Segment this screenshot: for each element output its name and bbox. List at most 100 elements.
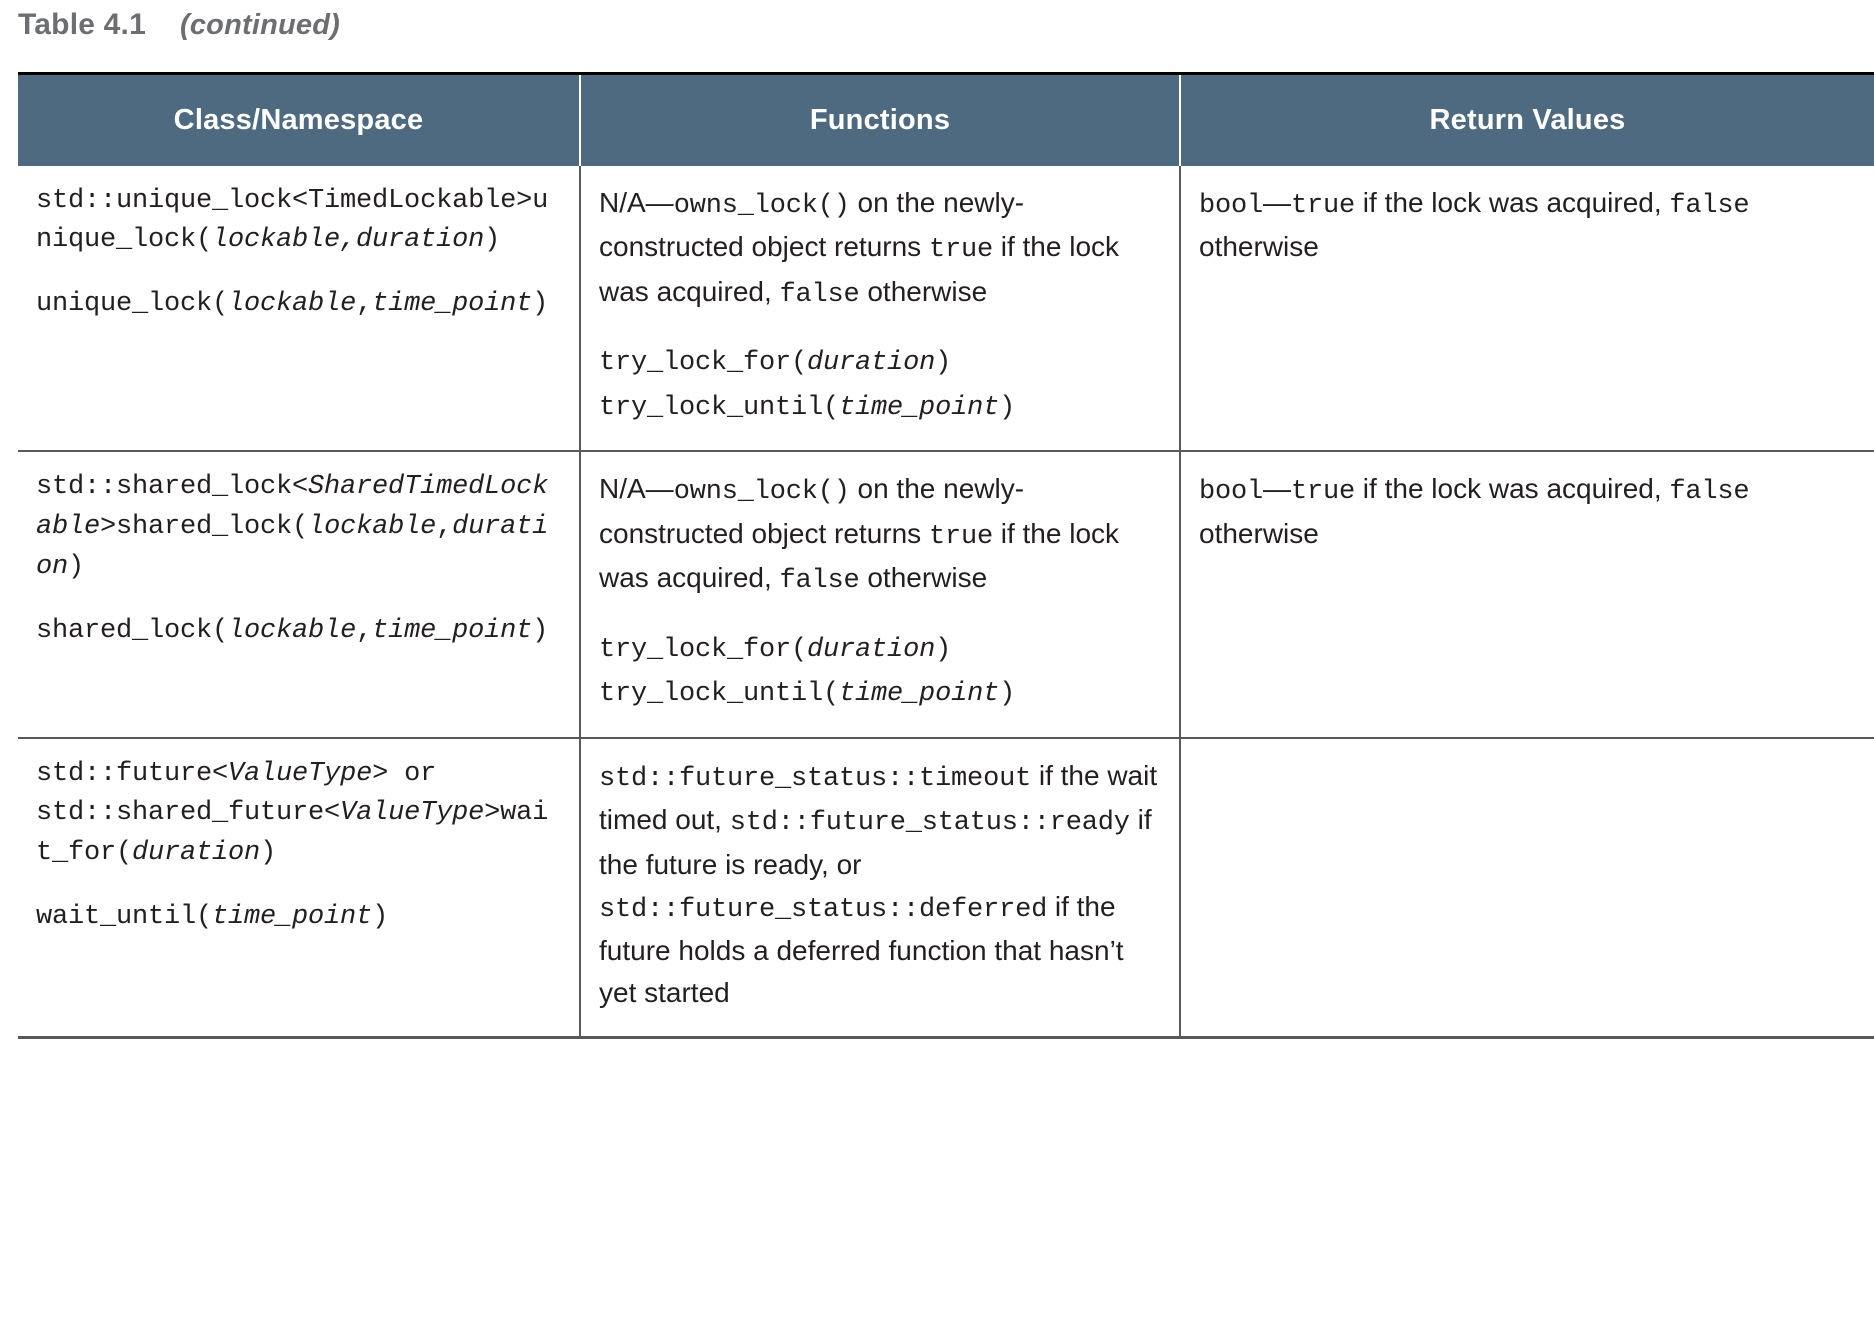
code-param-run: ValueType <box>228 758 373 789</box>
code-param-run: duration <box>132 838 261 869</box>
code-run: std::future_status::timeout <box>599 763 1032 794</box>
text-run: — <box>1263 186 1292 218</box>
code-run: false <box>1669 477 1750 507</box>
code-run: std::shared_future< <box>36 798 341 829</box>
code-param-run: SharedTimedLockable <box>36 472 549 542</box>
code-param-run: duration <box>807 348 936 378</box>
header-row: Class/Namespace Functions Return Values <box>18 72 1874 166</box>
code-run: true <box>928 521 993 552</box>
text-run: if the lock was acquired, <box>1355 186 1670 218</box>
text-run: N/A— <box>599 186 674 218</box>
code-run: unique_lock( <box>36 289 229 320</box>
text-run: if the future is ready, or <box>599 804 1152 880</box>
code-run: owns_lock() <box>673 477 850 507</box>
text-run: — <box>1263 473 1292 504</box>
text-run: otherwise <box>859 275 988 307</box>
code-run: true <box>1291 477 1356 507</box>
code-run: try_lock_for( <box>599 634 808 665</box>
cell-block: try_lock_for(duration) try_lock_until(tim… <box>599 339 1161 428</box>
code-run: shared_lock( <box>36 615 229 646</box>
code-run: std::future_status::ready <box>729 808 1130 838</box>
cell-block: shared_lock(lockable,time_point) <box>36 612 561 652</box>
text-run: N/A— <box>599 473 674 504</box>
code-param-run: lockable,duration <box>212 225 485 256</box>
code-run: try_lock_until( <box>599 679 840 709</box>
table-row: std::future<ValueType> or std::shared_fu… <box>18 736 1874 1039</box>
text-run: if the lock was acquired, <box>599 517 1120 594</box>
code-run: try_lock_for( <box>599 348 808 378</box>
cell-return-values <box>1179 736 1874 1039</box>
cell-return-values: bool—true if the lock was acquired, fals… <box>1179 450 1874 738</box>
text-run: on the newly-constructed object returns <box>599 473 1025 549</box>
code-run: std::future_status::deferred <box>599 894 1048 925</box>
cell-functions: N/A—owns_lock() on the newly-constructed… <box>579 450 1180 738</box>
cell-class-namespace: std::future<ValueType> or std::shared_fu… <box>18 736 580 1039</box>
table-caption: Table 4.1 (continued) <box>18 8 340 42</box>
code-run: ) <box>532 289 549 320</box>
cell-block: bool—true if the lock was acquired, fals… <box>1199 468 1856 555</box>
code-param-run: time_point <box>372 615 533 646</box>
cell-return-values: bool—true if the lock was acquired, fals… <box>1179 165 1874 451</box>
code-run: ) <box>484 225 501 256</box>
code-run: ) <box>935 634 952 665</box>
table-row: std::shared_lock<SharedTimedLockable>sha… <box>18 450 1874 738</box>
code-run: bool <box>1199 190 1264 221</box>
code-run: wait_until( <box>36 902 213 933</box>
code-run: bool <box>1199 477 1264 507</box>
code-run: ) <box>999 392 1016 423</box>
column-header-return-values: Return Values <box>1179 72 1874 166</box>
code-run: , <box>356 289 373 320</box>
code-param-run: time_point <box>839 392 1000 423</box>
cell-class-namespace: std::unique_lock<TimedLockable>unique_lo… <box>18 166 580 452</box>
table-row: std::unique_lock<TimedLockable>unique_lo… <box>18 165 1874 452</box>
text-run: otherwise <box>859 562 988 593</box>
reference-table: Class/Namespace Functions Return Values … <box>18 72 1874 1039</box>
code-param-run: lockable <box>308 511 437 542</box>
code-run: >shared_lock( <box>100 511 309 542</box>
table-body: std::unique_lock<TimedLockable>unique_lo… <box>18 165 1874 1039</box>
code-param-run: duration <box>807 634 936 665</box>
code-run: ) <box>68 551 85 582</box>
table-continued-label: (continued) <box>179 9 341 41</box>
code-run: ) <box>532 615 549 646</box>
code-run: std::future< <box>36 758 229 789</box>
code-run: ) <box>935 348 952 378</box>
text-run: otherwise <box>1199 231 1319 262</box>
cell-block: N/A—owns_lock() on the newly-constructed… <box>599 182 1161 316</box>
cell-class-namespace: std::shared_lock<SharedTimedLockable>sha… <box>18 450 580 738</box>
code-run: try_lock_until( <box>599 392 840 423</box>
text-run: on the newly-constructed object returns <box>599 186 1025 263</box>
text-run: if the lock was acquired, <box>599 231 1120 307</box>
code-run: owns_lock() <box>673 190 850 221</box>
column-header-class-namespace: Class/Namespace <box>18 72 580 166</box>
cell-functions: N/A—owns_lock() on the newly-constructed… <box>579 165 1180 451</box>
text-run: if the future holds a deferred function … <box>599 890 1124 1009</box>
code-run: ) <box>260 838 277 869</box>
column-header-functions: Functions <box>579 72 1180 166</box>
text-run: if the lock was acquired, <box>1355 473 1670 504</box>
code-run: , <box>436 511 453 542</box>
table-number: Table 4.1 <box>18 8 146 41</box>
cell-block: unique_lock(lockable,time_point) <box>36 285 561 325</box>
cell-block: std::future<ValueType> or std::shared_fu… <box>36 755 561 875</box>
code-run: false <box>779 566 860 596</box>
code-param-run: duration <box>36 511 549 582</box>
code-param-run: ValueType <box>340 798 485 829</box>
cell-block: std::shared_lock<SharedTimedLockable>sha… <box>36 468 561 588</box>
code-run: ) <box>999 679 1016 709</box>
text-run: if the wait timed out, <box>599 759 1158 836</box>
code-param-run: lockable <box>228 289 357 320</box>
code-run: false <box>1669 190 1750 221</box>
code-param-run: time_point <box>839 679 1000 709</box>
code-run: std::shared_lock< <box>36 472 309 502</box>
cell-block: N/A—owns_lock() on the newly-constructed… <box>599 468 1161 602</box>
table-header: Class/Namespace Functions Return Values <box>18 72 1874 166</box>
code-param-run: time_point <box>372 289 533 320</box>
cell-block: wait_until(time_point) <box>36 898 561 938</box>
cell-block: bool—true if the lock was acquired, fals… <box>1199 182 1856 269</box>
code-run: true <box>1291 190 1356 221</box>
code-run: >wait_for( <box>36 798 549 869</box>
code-run: std::unique_lock<TimedLockable>unique_lo… <box>36 185 549 256</box>
text-run: otherwise <box>1199 517 1319 549</box>
